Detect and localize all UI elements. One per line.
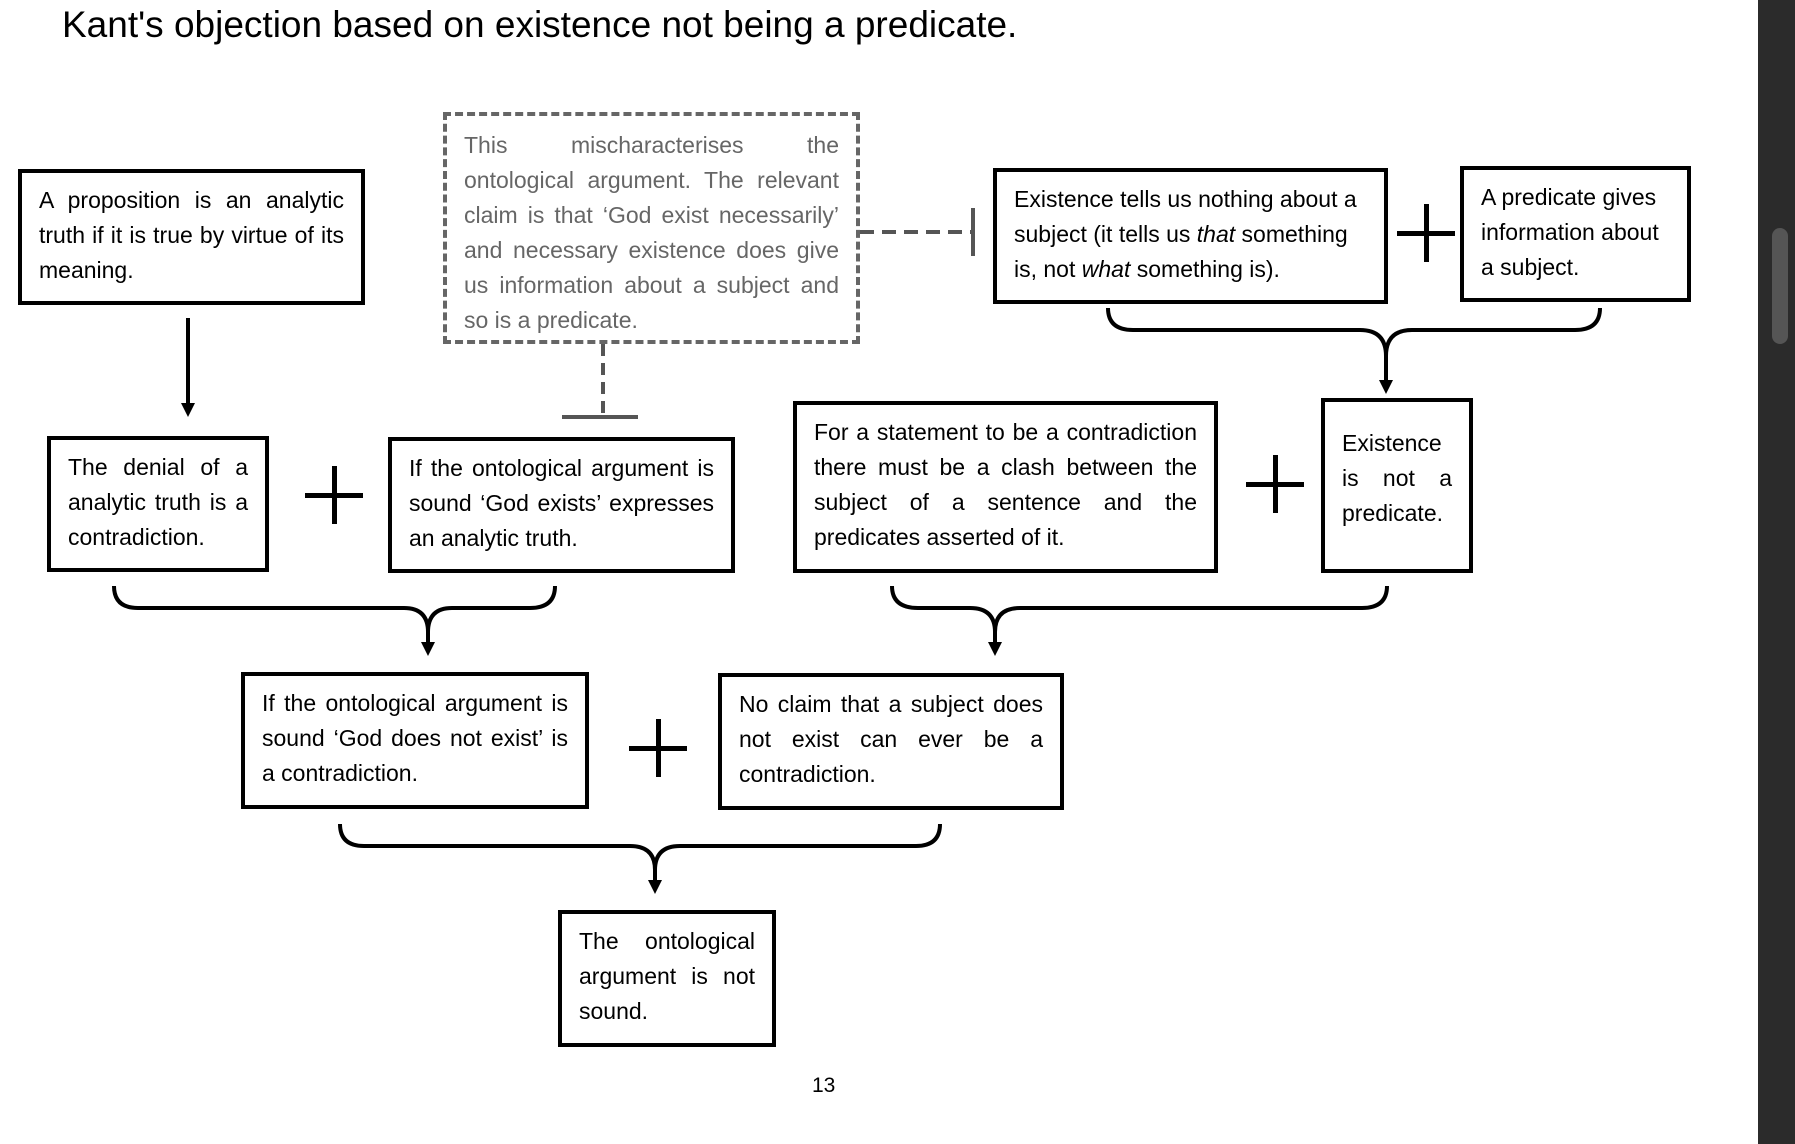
god-exists-analytic-text: If the ontological argument is sound ‘Go… <box>409 455 714 551</box>
existence-not-predicate-text: Existence is not a predicate. <box>1342 430 1452 526</box>
plus-sign <box>305 466 363 524</box>
conclusion-box: The ontological argument is not sound. <box>558 910 776 1047</box>
scrollbar-track[interactable] <box>1758 0 1795 1144</box>
no-claim-box: No claim that a subject does not exist c… <box>718 673 1064 810</box>
existence-tells-nothing-text: Existence tells us nothing about a subje… <box>1014 182 1367 287</box>
contradiction-clash-box: For a statement to be a contradiction th… <box>793 401 1218 573</box>
plus-sign <box>1246 455 1304 513</box>
scrollbar-thumb[interactable] <box>1772 228 1788 344</box>
predicate-info-text: A predicate gives information about a su… <box>1481 184 1659 280</box>
brace-top-right <box>1106 307 1602 394</box>
objection-box: This mischaracterises the ontological ar… <box>443 112 860 344</box>
contradiction-clash-text: For a statement to be a contradiction th… <box>814 419 1197 550</box>
page-title: Kant's objection based on existence not … <box>62 4 1018 45</box>
analytic-definition-box: A proposition is an analytic truth if it… <box>18 169 365 305</box>
existence-text-part2: something is, not <box>1014 221 1348 282</box>
denial-text: The denial of a analytic truth is a cont… <box>68 454 248 550</box>
objection-connector-down <box>562 344 638 419</box>
existence-text-emphasis-that: that <box>1196 221 1236 247</box>
existence-text-part3: something is). <box>1130 256 1280 282</box>
page-number: 13 <box>812 1074 836 1097</box>
no-claim-text: No claim that a subject does not exist c… <box>739 691 1043 787</box>
brace-middle-right <box>890 585 1389 656</box>
brace-bottom <box>338 823 942 894</box>
denial-box: The denial of a analytic truth is a cont… <box>47 436 269 572</box>
god-not-exist-contradiction-box: If the ontological argument is sound ‘Go… <box>241 672 589 809</box>
god-exists-analytic-box: If the ontological argument is sound ‘Go… <box>388 437 735 573</box>
existence-not-predicate-box: Existence is not a predicate. <box>1321 398 1473 573</box>
god-not-exist-contradiction-text: If the ontological argument is sound ‘Go… <box>262 690 568 786</box>
plus-sign <box>629 719 687 777</box>
analytic-definition-text: A proposition is an analytic truth if it… <box>39 187 344 283</box>
objection-text: This mischaracterises the ontological ar… <box>464 132 839 333</box>
conclusion-text: The ontological argument is not sound. <box>579 928 755 1024</box>
existence-text-part1: Existence tells us nothing about a subje… <box>1014 186 1357 247</box>
arrow-analytic-to-denial <box>181 318 195 417</box>
existence-text-emphasis-what: what <box>1081 256 1131 282</box>
objection-connector-right <box>860 208 975 256</box>
existence-tells-nothing-box: Existence tells us nothing about a subje… <box>993 168 1388 304</box>
brace-middle-left <box>112 585 557 656</box>
predicate-info-box: A predicate gives information about a su… <box>1460 166 1691 302</box>
plus-sign <box>1397 204 1455 262</box>
